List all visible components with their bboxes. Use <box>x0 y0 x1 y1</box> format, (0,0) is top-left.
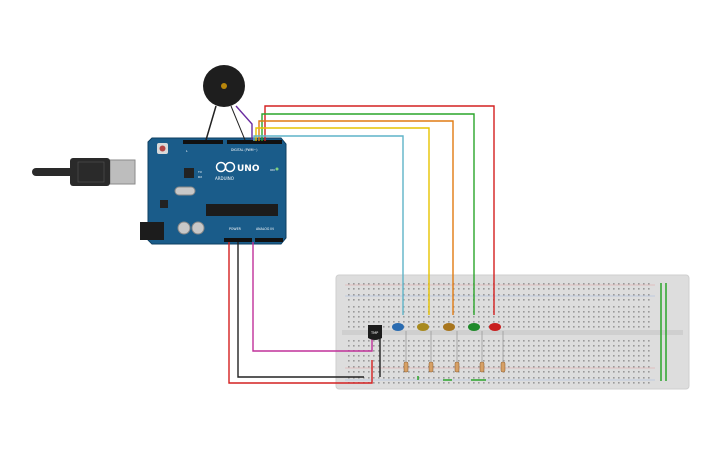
wire-yellow-led <box>255 127 430 315</box>
arduino-uno-board[interactable]: UNO ARDUINO DIGITAL (PWM~) POWER ANALOG … <box>32 137 287 245</box>
temperature-sensor[interactable]: TMP <box>368 325 382 340</box>
tx-label: TX <box>197 170 202 174</box>
header-power <box>224 238 252 242</box>
wire-red-led <box>264 105 495 315</box>
led-group <box>392 323 506 373</box>
resistor-green[interactable] <box>479 361 485 373</box>
wire-magenta-sensor <box>252 242 373 352</box>
usb-plug <box>70 158 110 186</box>
l-label: L <box>186 149 188 153</box>
led-green[interactable] <box>468 323 480 331</box>
wire-orange-led <box>258 120 454 315</box>
wire-red-5v <box>228 242 373 384</box>
header-digital-label: DIGITAL (PWM~) <box>231 148 257 152</box>
wire-purple <box>235 105 253 140</box>
led-orange[interactable] <box>443 323 455 331</box>
piezo-buzzer[interactable] <box>203 65 246 141</box>
rail-jumpers <box>417 376 486 381</box>
resistor-orange[interactable] <box>454 361 460 373</box>
led-red[interactable] <box>489 323 501 331</box>
header-digital-left <box>183 140 223 144</box>
usb-port <box>109 159 136 185</box>
wire-black-gnd <box>237 242 364 378</box>
wires <box>228 105 495 384</box>
wire-cyan-led <box>253 135 404 315</box>
rx-label: RX <box>198 175 202 179</box>
arduino-logo <box>215 161 236 173</box>
board-model: UNO <box>237 164 260 174</box>
header-analog-label: ANALOG IN <box>256 227 274 231</box>
breadboard[interactable] <box>335 274 690 390</box>
header-power-label: POWER <box>229 227 242 231</box>
resistor-blue[interactable] <box>403 361 409 373</box>
resistor-red[interactable] <box>500 361 506 373</box>
led-yellow[interactable] <box>417 323 429 331</box>
board-brand: ARDUINO <box>215 176 234 181</box>
on-label: ON <box>270 168 275 172</box>
power-jack <box>140 222 164 240</box>
resistor-yellow[interactable] <box>428 361 434 373</box>
header-digital-right <box>227 140 282 144</box>
atmega-chip <box>206 204 278 216</box>
sensor-label: TMP <box>370 331 378 335</box>
header-analog <box>255 238 283 242</box>
led-blue[interactable] <box>392 323 404 331</box>
breadboard-holes <box>348 283 650 384</box>
